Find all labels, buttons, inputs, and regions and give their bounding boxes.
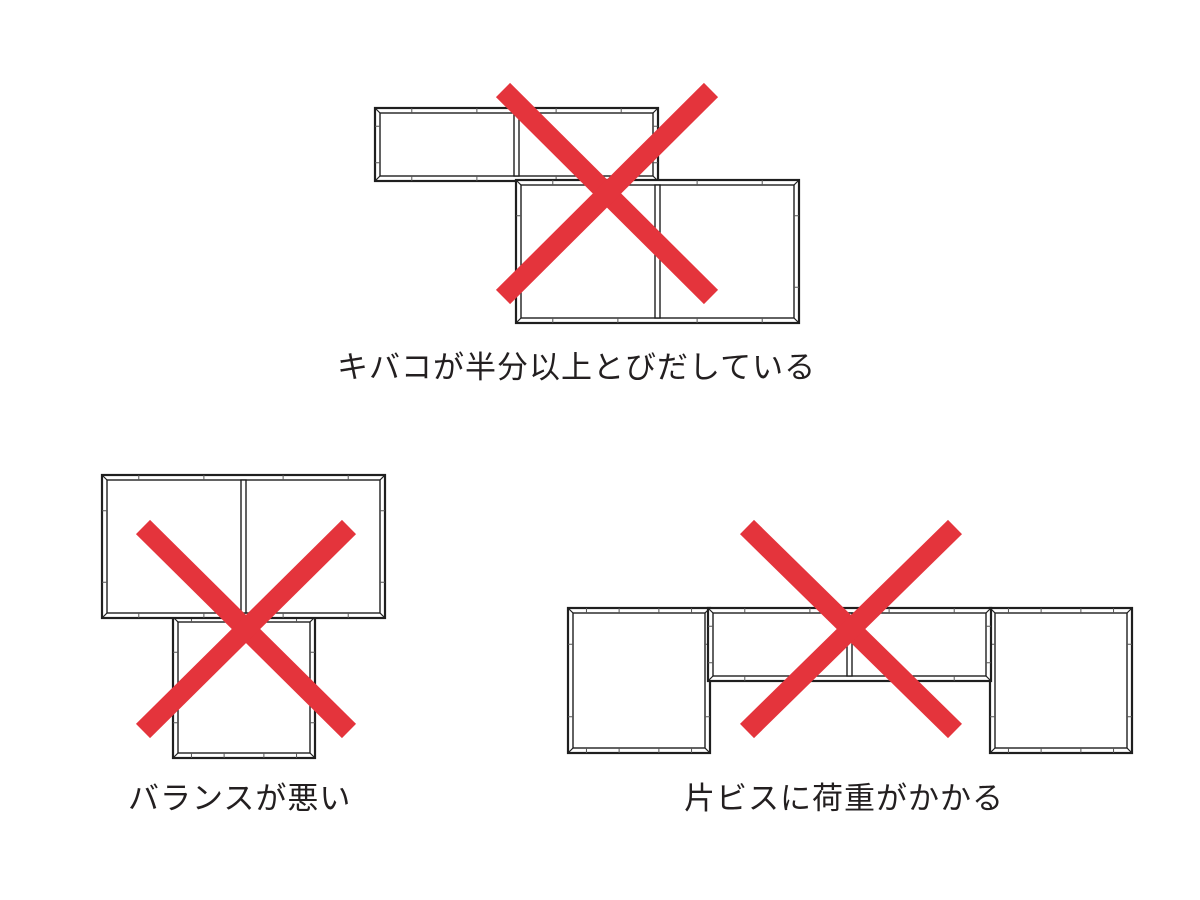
red-x-icon [739, 519, 963, 739]
storage-box [566, 606, 712, 755]
caption-one-side-load: 片ビスに荷重がかかる [684, 781, 1004, 817]
cross-stroke [135, 519, 357, 739]
red-x-icon [135, 519, 357, 739]
cross-stroke [495, 82, 719, 305]
caption-overhang: キバコが半分以上とびだしている [337, 350, 817, 386]
storage-box [373, 106, 660, 183]
storage-box [988, 606, 1134, 755]
cross-stroke [739, 519, 963, 739]
example-3-boxes [566, 606, 1134, 755]
example-1-overhang [373, 82, 801, 325]
red-x-icon [495, 82, 719, 305]
example-3-one-side-screw [566, 519, 1134, 755]
example-2-unbalanced [100, 473, 387, 760]
caption-unbalanced: バランスが悪い [128, 781, 352, 817]
